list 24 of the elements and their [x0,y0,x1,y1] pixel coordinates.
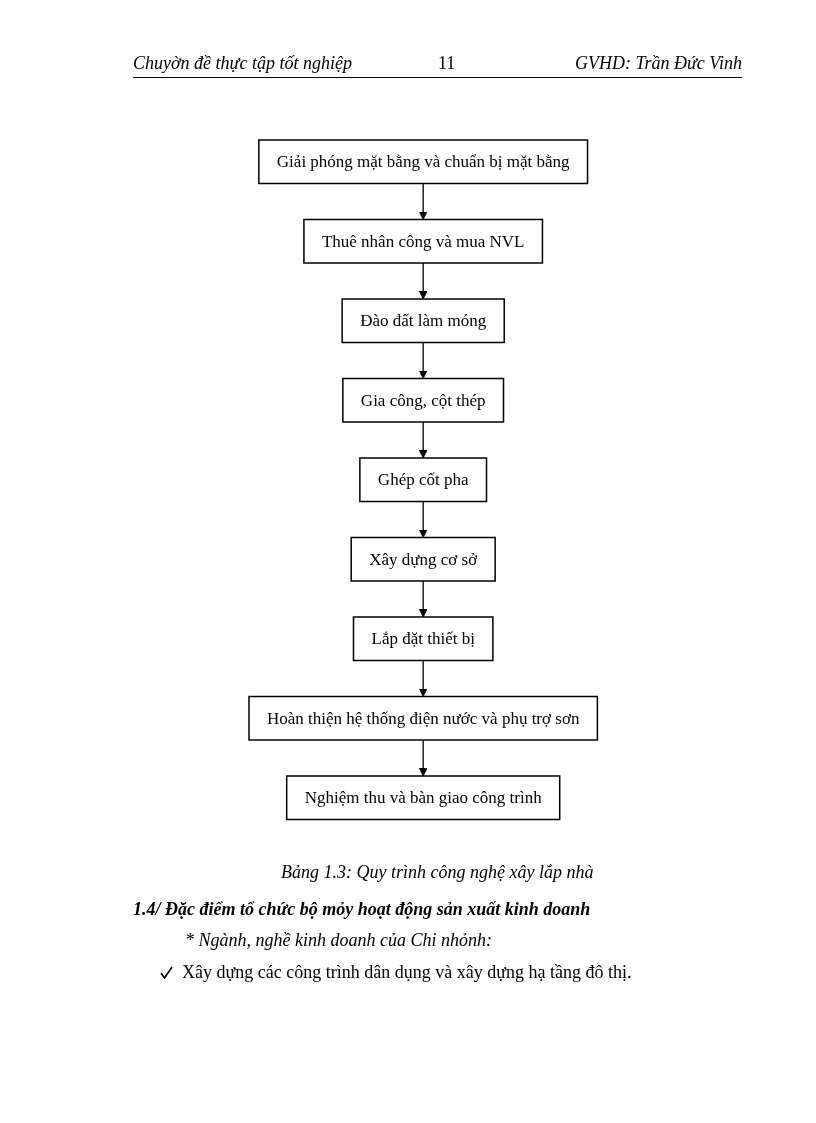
node-box: Giải phóng mặt bằng và chuẩn bị mặt bằng [257,139,589,185]
node-box: Nghiệm thu và bàn giao công trình [285,775,561,821]
node-box: Xây dựng cơ sở [350,536,496,582]
node-box: Thuê nhân công và mua NVL [303,218,543,264]
arrow [418,659,428,697]
node-box: Ghép cốt pha [358,457,488,503]
arrow [418,580,428,618]
node-box: Hoàn thiện hệ thống điện nước và phụ trợ sơn [248,695,598,741]
page-number: 11 [438,52,456,75]
arrow [418,182,428,220]
arrow [418,262,428,300]
section-heading: 1.4/ Đặc điểm tổ chức bộ mỏy hoạt động sản xuất kinh doanh [133,898,591,921]
note-text: * Ngành, nghề kinh doanh của Chi nhỏnh: [185,929,492,952]
running-header: GVHD: Trần Đức Vinh [575,52,742,75]
arrow [418,500,428,538]
caption: Bảng 1.3: Quy trình công nghệ xây lắp nhà [281,861,594,884]
node-box: Đào đất làm móng [341,298,505,344]
arrow [418,739,428,777]
node-box: Gia công, cột thép [341,377,505,423]
bullet-text: Xây dựng các công trình dân dụng và xây dựng hạ tầng đô thị. [182,961,632,984]
arrow [418,421,428,459]
node-box: Lắp đặt thiết bị [352,616,494,662]
arrow [418,341,428,379]
running-header: Chuyờn đề thực tập tốt nghiệp [133,52,352,75]
